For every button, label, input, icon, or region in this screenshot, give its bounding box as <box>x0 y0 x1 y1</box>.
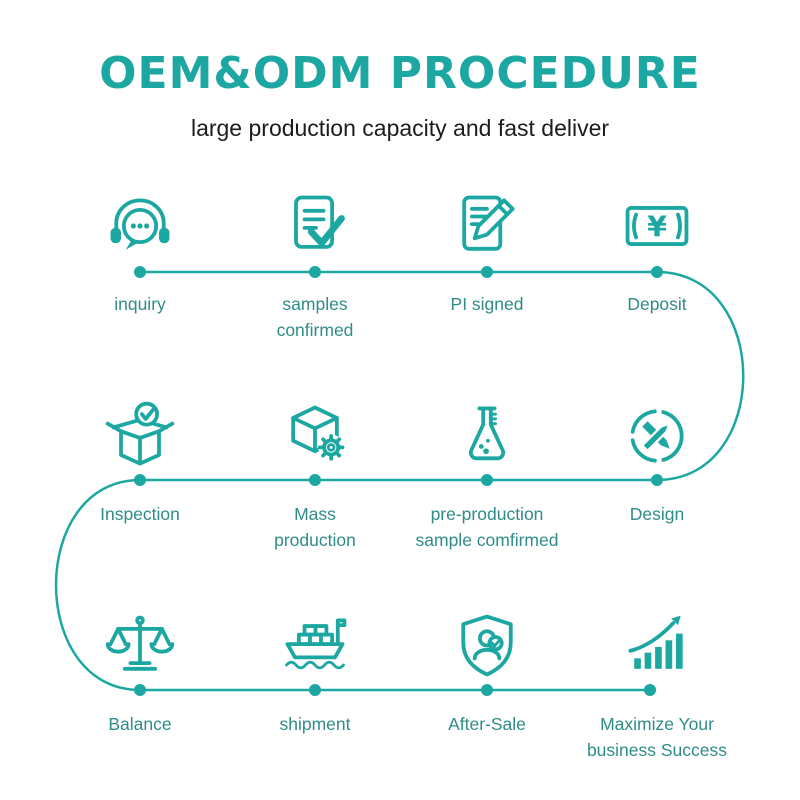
step-label: Mass production <box>274 504 356 551</box>
page-title: OEM&ODM PROCEDURE <box>99 48 701 99</box>
cargo-ship-icon <box>277 608 353 684</box>
step-label: Deposit <box>627 294 687 314</box>
document-check-icon <box>277 188 353 264</box>
step-label: shipment <box>279 714 351 734</box>
step-pre-production-sample: pre-production sample comfirmed <box>412 398 562 554</box>
step-label: After-Sale <box>448 714 526 734</box>
step-samples-confirmed: samples confirmed <box>259 188 371 344</box>
step-label: pre-production sample comfirmed <box>415 504 559 551</box>
balance-scale-icon <box>102 608 178 684</box>
step-inspection: Inspection <box>65 398 215 527</box>
step-label: samples confirmed <box>276 294 354 341</box>
svg-text:¥: ¥ <box>647 210 667 243</box>
step-label: Design <box>629 504 685 524</box>
step-balance: Balance <box>65 608 215 737</box>
shield-user-icon <box>449 608 525 684</box>
step-inquiry: inquiry <box>65 188 215 317</box>
design-pencils-icon <box>619 398 695 474</box>
step-mass-production: Mass production <box>259 398 371 554</box>
header: OEM&ODM PROCEDURE large production capac… <box>0 48 800 142</box>
inspection-box-icon <box>102 398 178 474</box>
step-label: inquiry <box>114 294 166 314</box>
document-pencil-icon <box>449 188 525 264</box>
step-design: Design <box>582 398 732 527</box>
step-label: Balance <box>108 714 172 734</box>
headset-chat-icon <box>102 188 178 264</box>
growth-chart-icon <box>619 608 695 684</box>
flask-icon <box>449 398 525 474</box>
step-label: Inspection <box>100 504 180 524</box>
step-after-sale: After-Sale <box>412 608 562 737</box>
cube-gear-icon <box>277 398 353 474</box>
page-subtitle: large production capacity and fast deliv… <box>190 115 610 141</box>
step-shipment: shipment <box>240 608 390 737</box>
flow-path <box>54 270 745 692</box>
step-pi-signed: PI signed <box>412 188 562 317</box>
step-label: Maximize Your business Success <box>586 714 728 761</box>
banknote-yen-icon: ¥ <box>619 188 695 264</box>
step-deposit: ¥ Deposit <box>582 188 732 317</box>
step-label: PI signed <box>450 294 524 314</box>
flow-node-dots <box>134 266 663 696</box>
step-maximize-success: Maximize Your business Success <box>571 608 743 764</box>
